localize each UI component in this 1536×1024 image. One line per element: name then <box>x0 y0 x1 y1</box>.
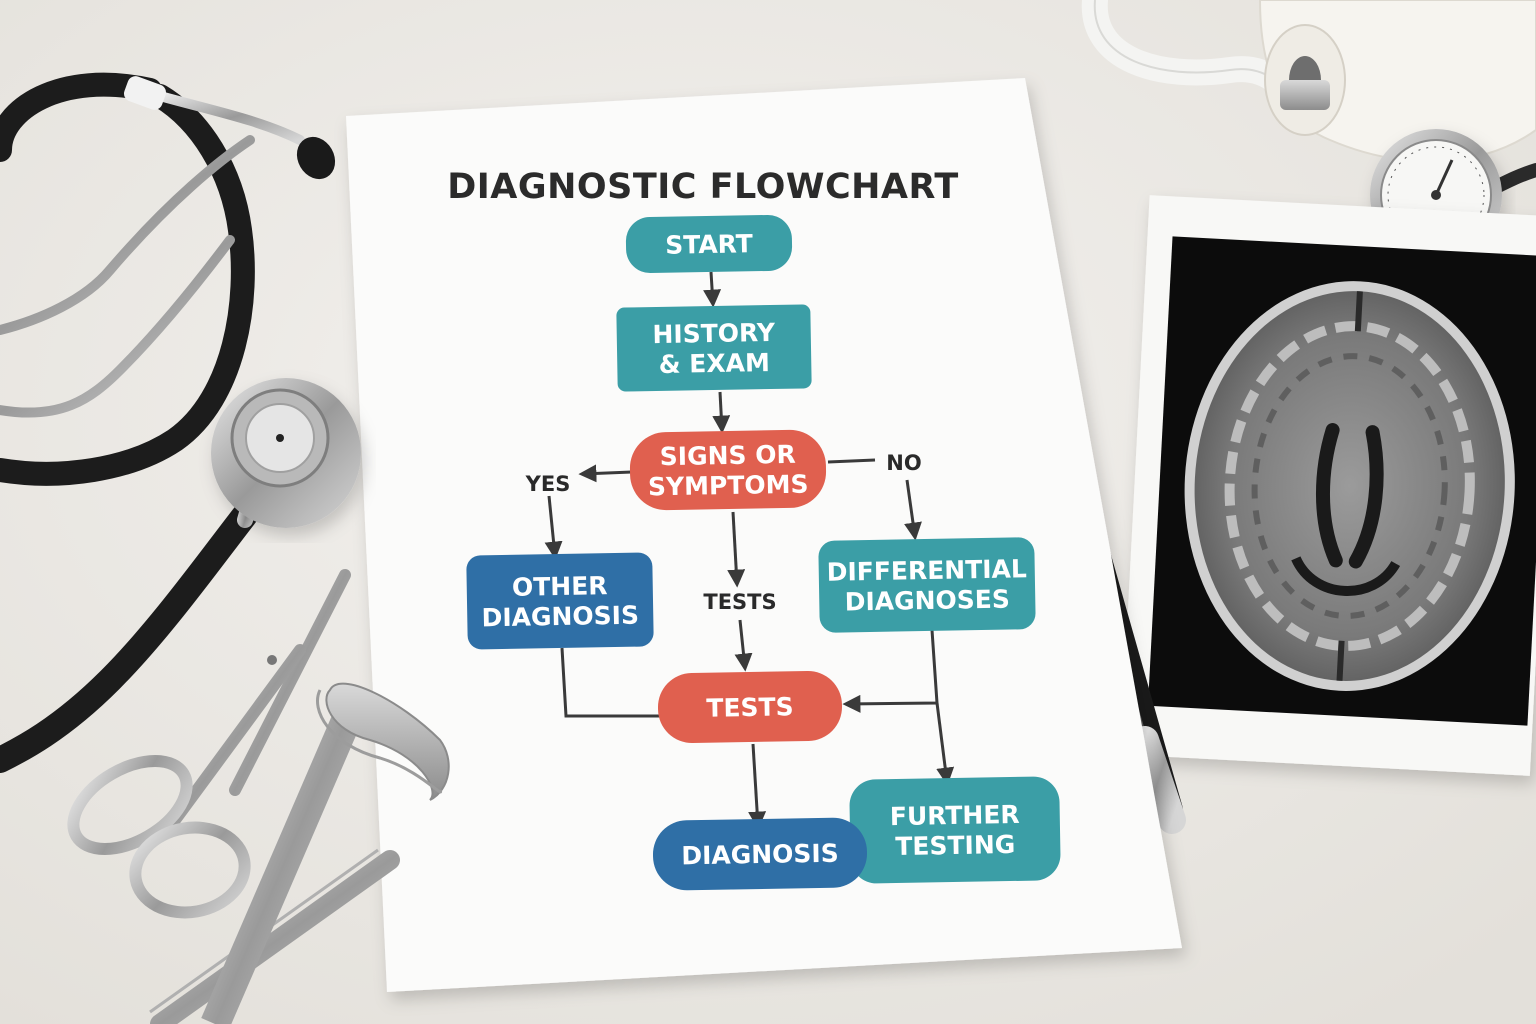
differential-label-line-1: DIFFERENTIAL <box>826 554 1027 586</box>
signs-label-line-2: SYMPTOMS <box>648 470 809 502</box>
edge-history-signs <box>712 391 731 434</box>
edge-start-history <box>703 271 722 308</box>
node-tests: TESTS <box>657 670 843 744</box>
history-label-line-2: & EXAM <box>658 348 770 379</box>
start-label-line-1: START <box>665 229 753 260</box>
tests-label-line-1: TESTS <box>706 692 794 723</box>
further-label-line-1: FURTHER <box>890 800 1020 831</box>
edge-signs-no <box>827 458 876 464</box>
node-diagnosis: DIAGNOSIS <box>652 817 868 891</box>
edge-signs-tests-label <box>727 511 746 588</box>
node-history-exam: HISTORY& EXAM <box>616 304 812 392</box>
history-label-line-1: HISTORY <box>652 318 776 349</box>
edge-no-differential <box>904 479 922 541</box>
edge-tests-diagnosis <box>748 743 767 830</box>
edge-differential-further <box>935 702 955 786</box>
diagnosis-label-line-1: DIAGNOSIS <box>681 839 839 871</box>
other-box <box>466 552 654 650</box>
branch-label-tests: TESTS <box>703 590 776 614</box>
page-title: DIAGNOSTIC FLOWCHART <box>447 167 959 207</box>
history-box <box>616 304 812 392</box>
scissors-icon <box>67 569 351 919</box>
node-start: START <box>625 214 793 274</box>
further-box <box>849 776 1061 884</box>
flow-edges <box>544 271 955 830</box>
reflex-hammer-icon <box>201 682 450 1024</box>
signs-label-line-1: SIGNS OR <box>660 440 796 471</box>
signs-box <box>629 429 827 511</box>
start-box <box>625 214 793 274</box>
flowchart-paper <box>346 78 1182 992</box>
edge-other-tests <box>560 647 660 718</box>
branch-label-yes: YES <box>525 472 571 496</box>
other-label-line-2: DIAGNOSIS <box>481 601 639 633</box>
stethoscope-icon <box>0 72 361 773</box>
other-label-line-1: OTHER <box>512 571 608 602</box>
edge-yes-other <box>544 495 563 560</box>
mri-photo <box>1120 195 1536 776</box>
differential-box <box>818 537 1036 633</box>
blood-pressure-cuff-icon <box>1081 0 1536 163</box>
edge-signs-yes <box>578 464 633 483</box>
diagnosis-box <box>652 817 868 891</box>
branch-label-no: NO <box>886 451 921 475</box>
differential-label-line-2: DIAGNOSES <box>844 585 1010 617</box>
edge-tests-label-tests <box>734 619 753 672</box>
tests-box <box>657 670 843 744</box>
further-label-line-2: TESTING <box>895 830 1015 861</box>
